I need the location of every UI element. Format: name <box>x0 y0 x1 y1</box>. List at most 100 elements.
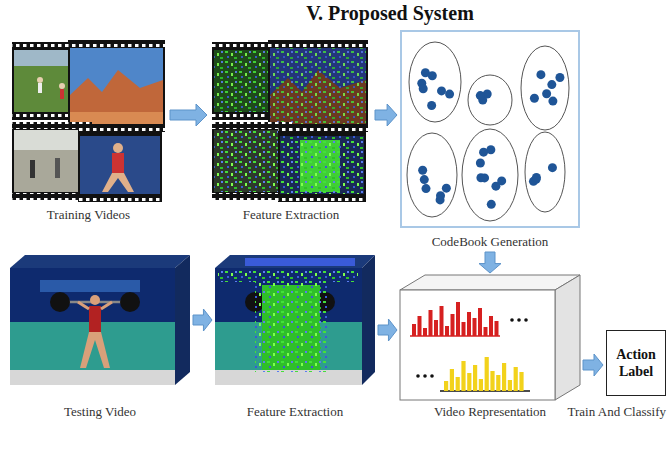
testing-feature-image <box>362 255 375 385</box>
testing-video-image <box>90 295 100 305</box>
image-panel: Training Videos <box>10 40 167 223</box>
flow-arrow <box>583 354 603 376</box>
histogram-bar <box>473 318 477 336</box>
codebook-clusters <box>407 133 457 217</box>
codebook-frame <box>400 30 580 228</box>
image-panel: Testing Video <box>10 255 190 420</box>
training-film-strips <box>70 70 163 124</box>
histogram-bar <box>490 371 494 391</box>
codebook-clusters <box>462 129 518 221</box>
image-panel: Feature Extraction <box>210 40 372 223</box>
histogram-bar <box>478 308 482 336</box>
testing-video-image <box>78 302 89 309</box>
histogram-bar <box>473 365 477 391</box>
histogram-bar <box>467 373 471 391</box>
feature-film-strips <box>268 40 368 132</box>
flow-arrow <box>193 309 212 331</box>
testing-video-image <box>120 292 140 312</box>
training-film-strips <box>37 77 43 83</box>
histogram-bar <box>514 367 518 391</box>
video-representation-cube <box>555 275 580 400</box>
histogram-bar <box>440 306 444 336</box>
histogram-bar <box>461 361 465 391</box>
label-box: Action Label <box>606 330 666 396</box>
caption: Feature Extraction <box>247 404 343 420</box>
feature-film-strips <box>280 136 364 194</box>
cluster-dot <box>422 184 431 193</box>
testing-video-image <box>50 292 70 312</box>
image-panel: Feature Extraction <box>215 255 375 420</box>
cluster-dot <box>427 101 436 110</box>
cluster-dot <box>479 148 488 157</box>
training-film-strips <box>78 195 162 202</box>
histogram-bar <box>496 375 500 391</box>
codebook-clusters <box>407 42 569 221</box>
training-film-strips <box>78 128 162 135</box>
caption: Testing Video <box>64 404 136 420</box>
cluster-dot <box>480 173 489 182</box>
training-film-strips <box>102 173 134 192</box>
training-film-strips <box>38 83 42 93</box>
histogram-bar <box>444 381 448 391</box>
feature-film-strips <box>278 128 366 202</box>
histogram-bar <box>502 363 506 391</box>
testing-video-image <box>10 255 190 385</box>
video-representation-cube <box>517 318 521 322</box>
testing-video-image <box>40 280 140 292</box>
testing-video-image <box>10 268 175 385</box>
testing-feature-image <box>215 255 375 268</box>
cluster-dot <box>420 175 429 184</box>
cube-panel: Video Representation <box>400 275 580 420</box>
video-representation-cube <box>400 275 580 400</box>
cluster-dot <box>418 166 427 175</box>
training-film-strips <box>60 89 64 99</box>
histogram-bar <box>434 320 438 336</box>
cluster-dot <box>476 91 485 100</box>
testing-video-image <box>80 332 110 368</box>
histogram-bar <box>462 322 466 336</box>
feature-film-strips <box>212 40 368 202</box>
video-representation-cube <box>400 275 580 290</box>
feature-film-strips <box>278 195 366 202</box>
cluster-dot <box>530 94 539 103</box>
testing-video-image <box>10 370 175 385</box>
testing-video-image <box>89 306 101 332</box>
histogram-bar <box>429 310 433 336</box>
feature-film-strips <box>268 40 368 47</box>
codebook-clusters <box>521 46 569 130</box>
cluster-dot <box>555 73 564 82</box>
histogram-bar <box>495 321 499 336</box>
histogram-bar <box>456 302 460 336</box>
cluster-dot <box>436 191 445 200</box>
feature-film-strips <box>278 128 366 202</box>
training-film-strips <box>68 40 165 47</box>
caption: Video Representation <box>434 404 546 420</box>
video-representation-cube <box>416 374 420 378</box>
training-film-strips <box>68 40 165 132</box>
video-representation-cube <box>524 318 528 322</box>
training-film-strips <box>113 143 123 153</box>
histogram-bar <box>423 328 427 336</box>
video-representation-cube <box>430 374 434 378</box>
testing-video-image <box>175 255 190 385</box>
training-film-strips <box>12 40 165 202</box>
video-representation-cube <box>510 318 514 322</box>
flow-arrow <box>375 104 397 126</box>
cluster-dot <box>428 71 437 80</box>
cluster-dot <box>548 163 557 172</box>
video-representation-cube <box>400 290 555 400</box>
histogram-bar <box>412 324 416 336</box>
training-film-strips <box>12 122 92 129</box>
training-film-strips <box>59 83 65 89</box>
feature-film-strips <box>270 48 366 124</box>
histogram-bar <box>467 312 471 336</box>
testing-video-image <box>101 302 112 309</box>
histogram-bar <box>445 326 449 336</box>
histogram-bar <box>450 369 454 391</box>
cluster-dot <box>497 176 506 185</box>
cluster-dot <box>536 70 545 79</box>
training-film-strips <box>112 153 124 173</box>
training-film-strips <box>78 128 162 202</box>
